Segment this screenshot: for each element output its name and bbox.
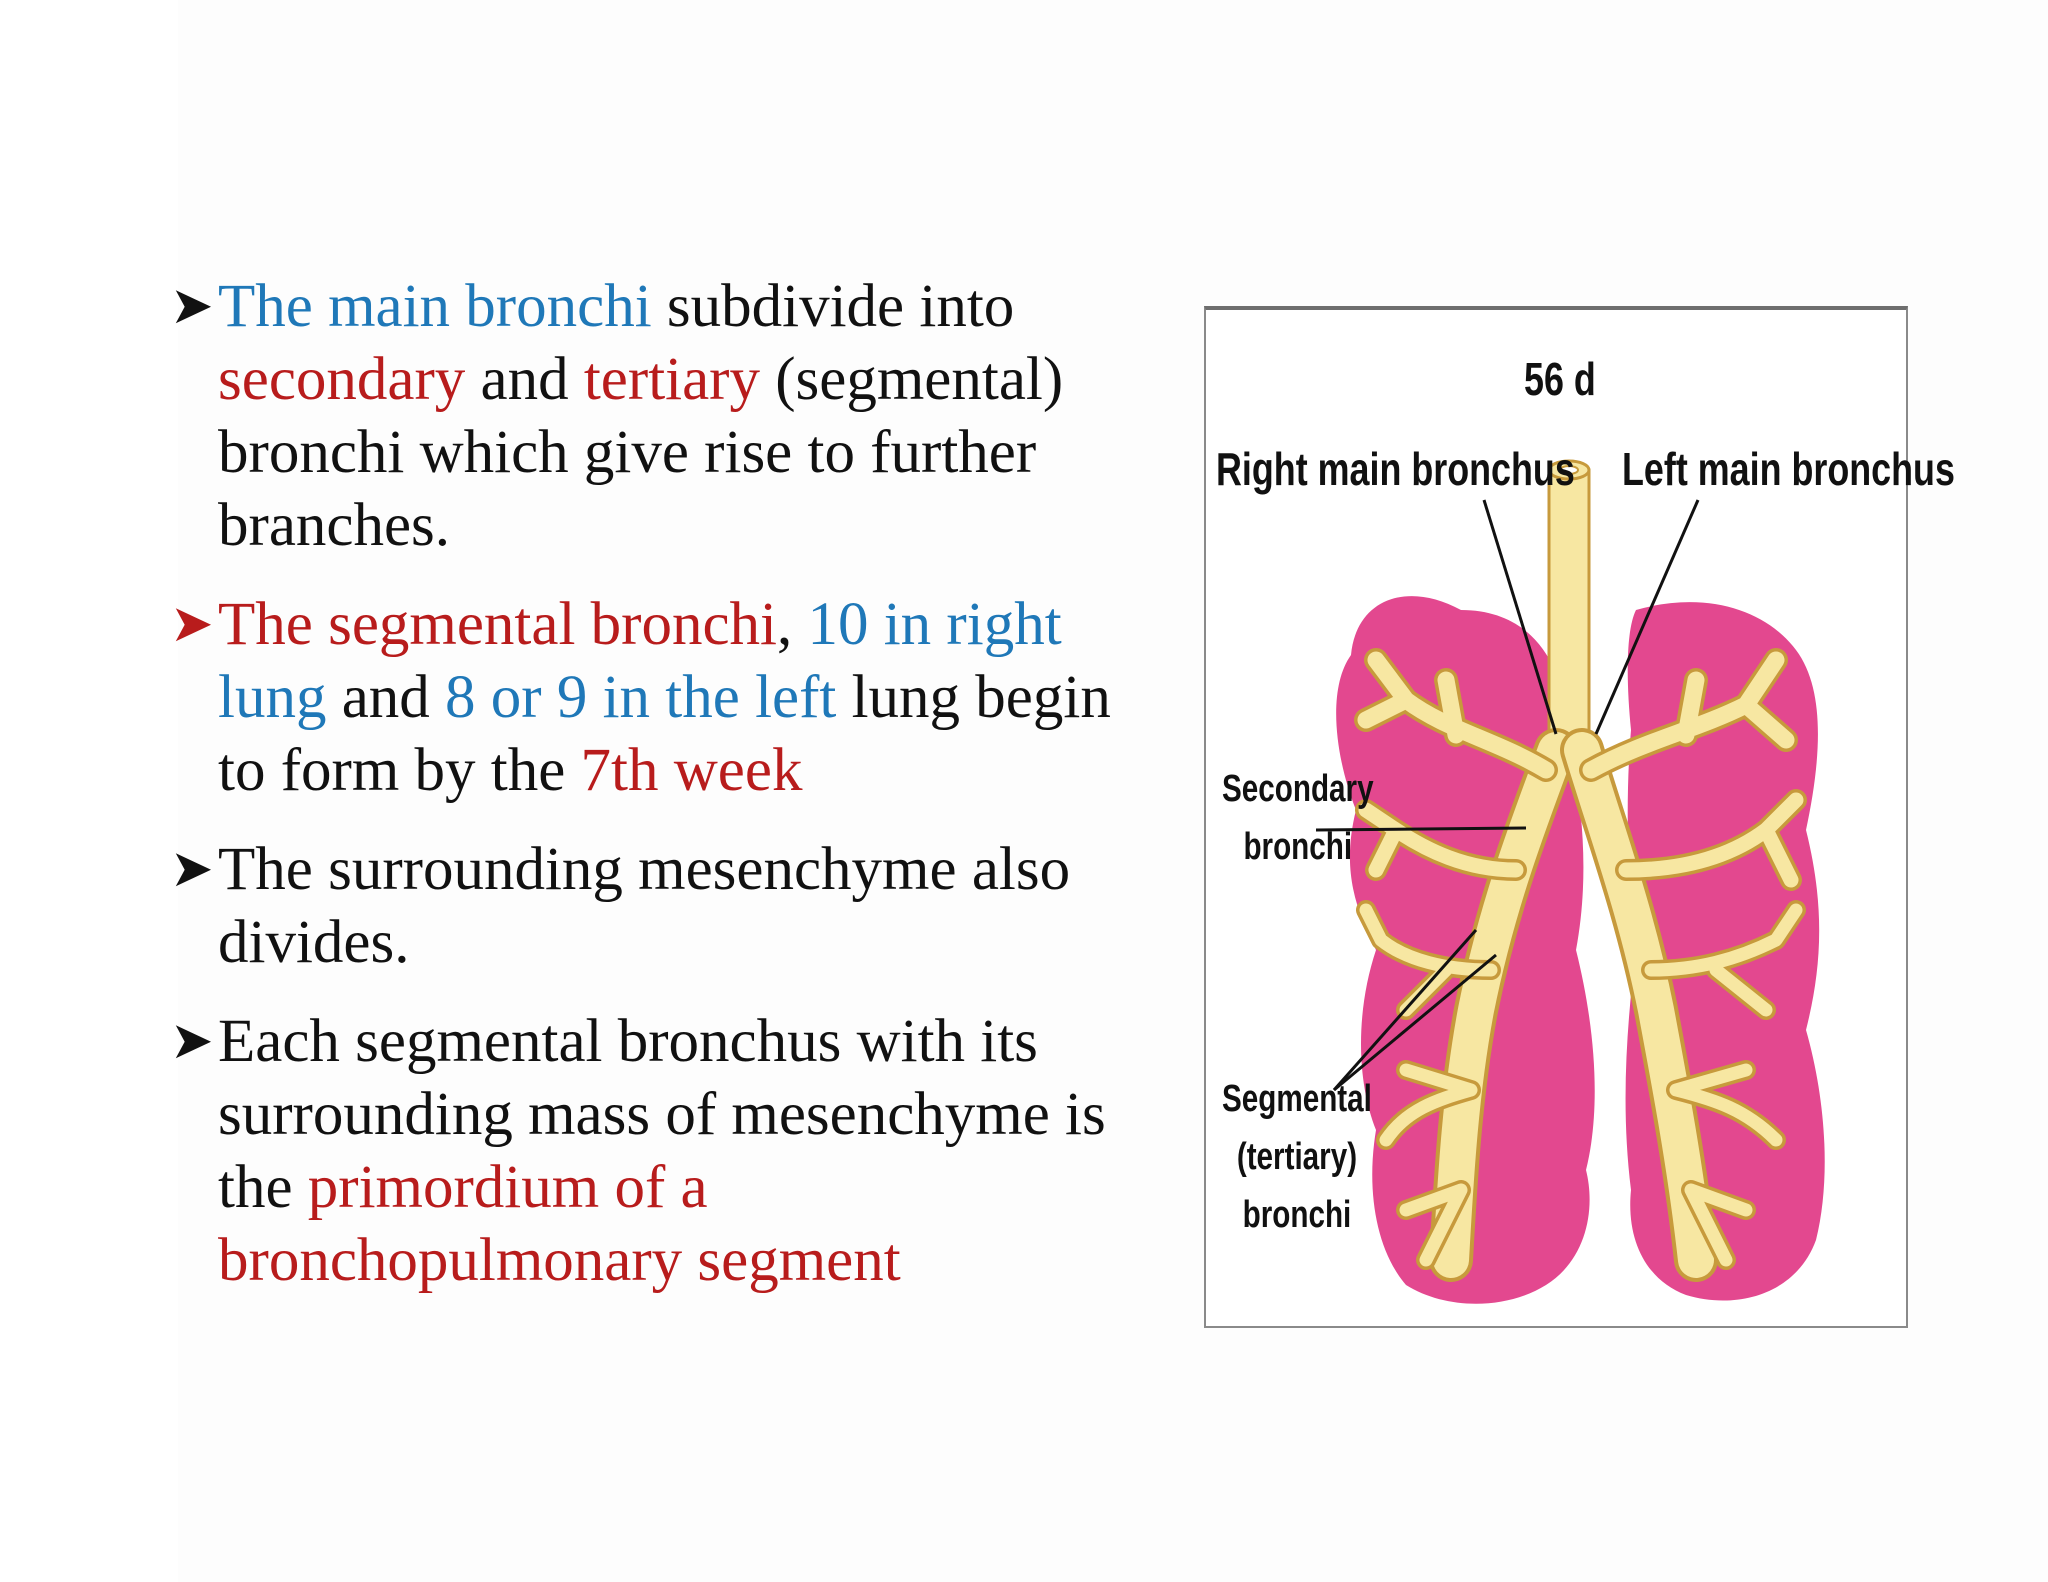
arrow-bullet-icon: ➤ — [170, 1011, 214, 1071]
bullet-text: The segmental bronchi — [218, 591, 777, 658]
bullet-item: ➤ The surrounding mesenchyme also divide… — [170, 833, 1170, 979]
bullet-text: subdivide into — [651, 273, 1015, 340]
bullet-text: The main bronchi — [218, 273, 652, 340]
segmental-label-line: (tertiary) — [1236, 1136, 1358, 1178]
right-main-bronchus-label: Right main bronchus — [1216, 443, 1575, 495]
bullet-text: 8 or 9 in the left — [445, 664, 837, 731]
bullet-item: ➤ The segmental bronchi, 10 in right lun… — [170, 588, 1170, 807]
bullet-item: ➤ The main bronchi subdivide into second… — [170, 270, 1170, 562]
arrow-bullet-icon: ➤ — [170, 276, 214, 336]
secondary-label-line: Secondary — [1222, 768, 1374, 810]
bullet-text: , — [776, 591, 808, 658]
age-label: 56 d — [1524, 353, 1596, 405]
arrow-bullet-icon: ➤ — [170, 594, 214, 654]
leader-lines — [1315, 499, 1700, 1092]
lung-bronchi-diagram: 56 d Right main bronchus Left main bronc… — [1204, 306, 1955, 1328]
trachea — [1547, 468, 1591, 772]
bullet-text: tertiary — [583, 346, 760, 413]
branches — [1354, 648, 1807, 1270]
bullet-text: primordium of a bronchopulmonary segment — [218, 1154, 901, 1294]
bullet-text: The surrounding mesenchyme also divides. — [218, 836, 1071, 976]
bullet-text: lung begin to form by the — [218, 664, 1111, 804]
arrow-bullet-icon: ➤ — [170, 839, 214, 899]
bullet-text: and — [326, 664, 446, 731]
bullet-text: (segmental) bronchi which give rise to f… — [218, 346, 1064, 559]
segmental-bronchi-label: Segmental (tertiary) bronchi — [1222, 1070, 1372, 1244]
bullet-text: secondary — [218, 346, 466, 413]
bullet-item: ➤ Each segmental bronchus with its surro… — [170, 1005, 1170, 1297]
secondary-bronchi-label: Secondary bronchi — [1222, 760, 1374, 876]
bullet-text: 7th week — [580, 737, 803, 804]
bullet-text: and — [465, 346, 584, 413]
segmental-label-line: Segmental — [1222, 1078, 1372, 1120]
bullet-list: ➤ The main bronchi subdivide into second… — [170, 270, 1170, 1323]
lung-illustration — [1315, 459, 1825, 1304]
secondary-label-line: bronchi — [1243, 826, 1353, 868]
bullet-text: Each segmental bronchus with its surroun… — [218, 1008, 1106, 1221]
bullet-text: 10 in right lung — [218, 591, 1062, 731]
left-main-bronchus-label: Left main bronchus — [1622, 443, 1955, 495]
segmental-label-line: bronchi — [1242, 1194, 1352, 1236]
